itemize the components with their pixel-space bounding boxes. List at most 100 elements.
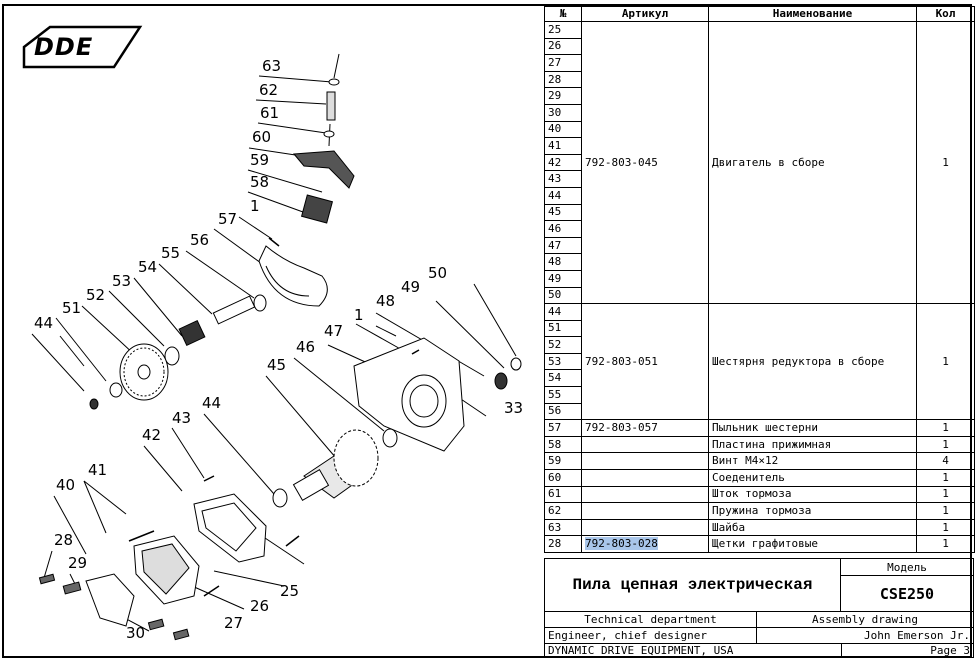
row-article: 792-803-028 [581, 535, 709, 553]
product-name: Пила цепная электрическая [544, 558, 841, 612]
row-num: 63 [544, 518, 582, 537]
group-article: 792-803-045 [581, 20, 709, 305]
highlighted-article[interactable]: 792-803-028 [585, 537, 658, 551]
callout-label: 61 [260, 104, 280, 122]
callout-label: 33 [504, 399, 524, 417]
row-num: 44 [544, 186, 582, 205]
row-num: 29 [544, 87, 582, 105]
page-number: Page 3 [841, 643, 974, 658]
row-name: Соеденитель [708, 469, 917, 487]
row-name: Пластина прижимная [708, 435, 917, 454]
callout-label: 47 [324, 322, 344, 340]
callout-label: 44 [34, 314, 54, 332]
row-qty: 1 [916, 469, 975, 487]
row-num: 26 [544, 37, 582, 56]
row-name: Пружина тормоза [708, 502, 917, 520]
group-name: Двигатель в сборе [708, 20, 917, 305]
callout-label: 27 [224, 614, 244, 632]
callout-label: 1 [354, 306, 364, 324]
row-article [581, 502, 709, 520]
callout-label: 41 [88, 461, 108, 479]
row-num: 51 [544, 319, 582, 338]
dde-logo-text: DDE [34, 33, 94, 61]
callout-label: 50 [428, 264, 448, 282]
group-qty: 1 [916, 303, 975, 421]
group-article: 792-803-051 [581, 303, 709, 421]
row-name: Щетки графитовые [708, 535, 917, 553]
row-article [581, 452, 709, 471]
callout-label: 62 [259, 81, 279, 99]
row-num: 57 [544, 419, 582, 437]
row-num: 45 [544, 203, 582, 222]
document-type: Assembly drawing [756, 611, 974, 628]
row-num: 48 [544, 253, 582, 271]
row-num: 49 [544, 269, 582, 288]
title-block: Пила цепная электрическая Модель CSE250 … [544, 558, 974, 658]
table-row: 41 [544, 137, 975, 155]
callout-label: 45 [267, 356, 287, 374]
row-qty: 1 [916, 502, 975, 520]
row-num: 28 [544, 535, 582, 553]
row-num: 62 [544, 502, 582, 520]
row-article: 792-803-057 [581, 419, 709, 437]
model-number: CSE250 [840, 575, 974, 612]
row-name: Винт М4×12 [708, 452, 917, 471]
header-article: Артикул [581, 6, 709, 22]
row-qty: 1 [916, 435, 975, 454]
callout-label: 1 [250, 197, 260, 215]
row-name: Пыльник шестерни [708, 419, 917, 437]
row-num: 54 [544, 369, 582, 388]
callout-label: 63 [262, 57, 282, 75]
header-name: Наименование [708, 6, 917, 22]
header-num: № [544, 6, 582, 22]
callout-label: 26 [250, 597, 270, 615]
engineer-name: John Emerson Jr. [756, 627, 974, 644]
row-qty: 1 [916, 518, 975, 537]
row-num: 28 [544, 70, 582, 89]
callout-label: 48 [376, 292, 396, 310]
callout-label: 44 [202, 394, 222, 412]
row-num: 58 [544, 435, 582, 454]
row-article [581, 518, 709, 537]
callout-label: 25 [280, 582, 300, 600]
table-row: 43 [544, 170, 975, 188]
callout-label: 60 [252, 128, 272, 146]
drawing-sheet: DDE 63 62 61 60 59 58 57 1 56 55 54 53 5… [2, 4, 975, 658]
row-num: 30 [544, 103, 582, 122]
callout-label: 53 [112, 272, 132, 290]
row-num: 53 [544, 352, 582, 371]
row-name: Шток тормоза [708, 485, 917, 504]
row-num: 42 [544, 153, 582, 172]
table-row: 26 [544, 37, 975, 56]
callout-label: 30 [126, 624, 146, 642]
row-num: 40 [544, 120, 582, 139]
callout-label: 56 [190, 231, 210, 249]
row-article [581, 485, 709, 504]
row-num: 59 [544, 452, 582, 471]
row-qty: 1 [916, 535, 975, 553]
callout-label: 40 [56, 476, 76, 494]
callout-label: 42 [142, 426, 162, 444]
exploded-view-diagram: DDE 63 62 61 60 59 58 57 1 56 55 54 53 5… [4, 6, 544, 656]
callout-label: 58 [250, 173, 270, 191]
row-article [581, 469, 709, 487]
row-num: 27 [544, 54, 582, 72]
callout-label: 28 [54, 531, 74, 549]
header-qty: Кол [916, 6, 975, 22]
row-num: 46 [544, 220, 582, 238]
table-row: 48 [544, 253, 975, 271]
callout-label: 49 [401, 278, 421, 296]
table-row: 44 [544, 186, 975, 205]
table-row: 40 [544, 120, 975, 139]
callout-label: 29 [68, 554, 88, 572]
row-qty: 1 [916, 419, 975, 437]
callout-label: 57 [218, 210, 238, 228]
callout-label: 54 [138, 258, 158, 276]
callout-label: 52 [86, 286, 106, 304]
